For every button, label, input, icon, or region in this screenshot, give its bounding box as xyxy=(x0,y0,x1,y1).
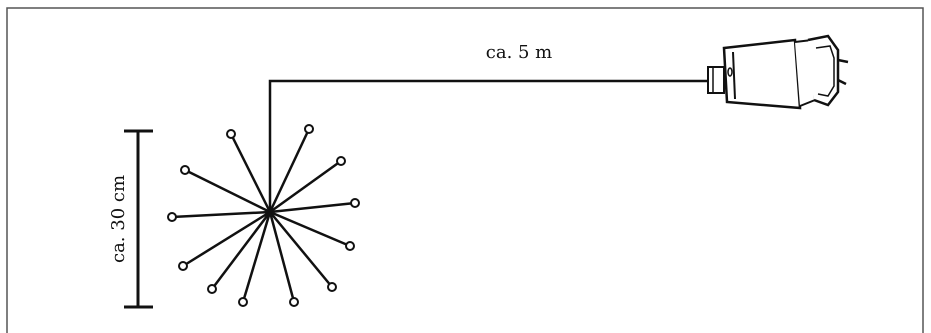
light-wire xyxy=(268,211,296,303)
lead-cable xyxy=(268,79,708,212)
cable-length-label: ca. 5 m xyxy=(486,42,553,63)
led-bulb xyxy=(167,212,177,222)
led-bulb xyxy=(226,129,236,139)
light-wire xyxy=(171,210,271,219)
light-bundle xyxy=(167,124,360,307)
height-dimension xyxy=(124,129,153,309)
light-wire xyxy=(184,168,271,214)
led-bulb xyxy=(289,297,299,307)
light-wire xyxy=(182,210,271,268)
led-bulb xyxy=(180,165,190,175)
led-bulb xyxy=(238,297,248,307)
diagram-border xyxy=(6,7,924,333)
light-wire xyxy=(269,201,356,214)
plug-icon xyxy=(707,34,849,110)
light-wire xyxy=(229,133,272,213)
light-wire xyxy=(269,211,333,288)
led-bulb xyxy=(327,282,337,292)
light-wire xyxy=(241,211,272,303)
light-wire xyxy=(269,159,342,214)
light-wire xyxy=(211,211,271,290)
led-bulb xyxy=(178,261,188,271)
led-bulb xyxy=(350,198,360,208)
led-bulb xyxy=(304,124,314,134)
light-wire xyxy=(268,128,311,213)
led-bulb xyxy=(207,284,217,294)
bundle-height-label: ca. 30 cm xyxy=(108,175,129,263)
led-bulb xyxy=(336,156,346,166)
led-bulb xyxy=(345,241,355,251)
light-wire xyxy=(269,210,351,248)
